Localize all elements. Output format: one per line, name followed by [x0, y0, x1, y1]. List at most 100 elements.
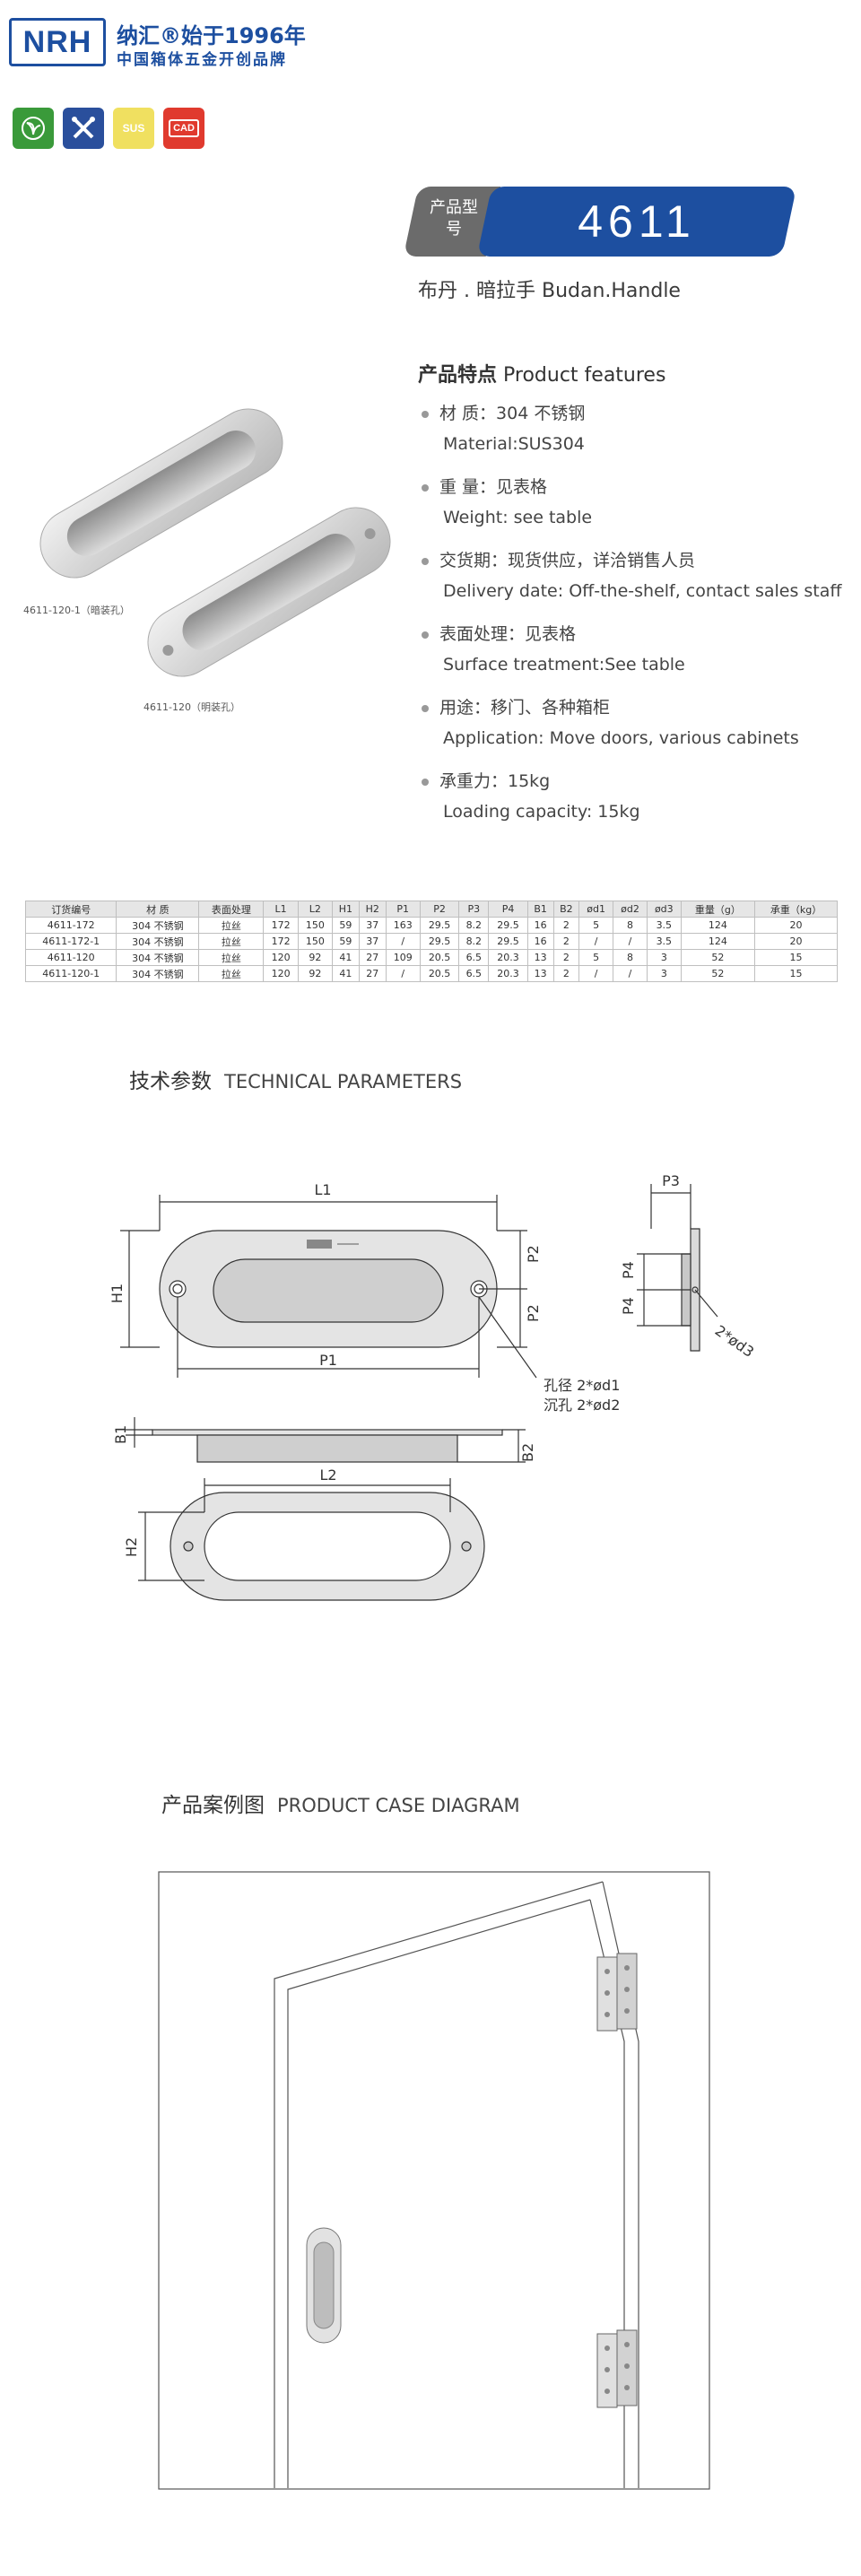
table-cell: 27: [358, 949, 387, 966]
table-cell: 拉丝: [198, 949, 265, 966]
dim-p2-top: P2: [525, 1245, 542, 1263]
feature-delivery-en: Delivery date: Off-the-shelf, contact sa…: [443, 581, 842, 601]
table-cell: 150: [297, 933, 333, 950]
table-cell: 29.5: [488, 933, 528, 950]
table-header: 订货编号: [24, 901, 117, 918]
case-diagram: [158, 1871, 710, 2490]
dim-p4-bottom: P4: [620, 1297, 637, 1315]
table-header: P4: [488, 901, 528, 918]
feature-surface: 表面处理：见表格: [422, 618, 576, 650]
photo-caption-exposed: 4611-120（明装孔）: [144, 701, 240, 713]
table-cell: 3: [646, 965, 682, 982]
table-cell: 8: [613, 949, 648, 966]
table-header: 材 质: [116, 901, 200, 918]
photo-caption-concealed: 4611-120-1（暗装孔）: [23, 605, 130, 616]
feature-weight: 重 量：见表格: [422, 471, 547, 503]
table-cell: 124: [680, 933, 756, 950]
table-cell: 304 不锈钢: [116, 933, 200, 950]
tools-icon: [63, 108, 104, 149]
table-header: L1: [263, 901, 299, 918]
dim-p2-bottom: P2: [525, 1304, 542, 1322]
table-cell: 150: [297, 917, 333, 934]
spec-table: 订货编号 材 质 表面处理 L1 L2 H1 H2 P1 P2 P3 P4 B1…: [24, 901, 838, 982]
table-cell: 8.2: [458, 933, 490, 950]
table-cell: 拉丝: [198, 965, 265, 982]
feature-material: 材 质：304 不锈钢: [422, 397, 585, 430]
table-header: B2: [552, 901, 580, 918]
table-cell: 124: [680, 917, 756, 934]
table-header: P1: [385, 901, 421, 918]
features-title: 产品特点 Product features: [418, 364, 666, 387]
table-cell: 20.3: [488, 965, 528, 982]
table-header-row: 订货编号 材 质 表面处理 L1 L2 H1 H2 P1 P2 P3 P4 B1…: [24, 901, 838, 918]
table-cell: 172: [263, 933, 299, 950]
table-header: ød2: [613, 901, 648, 918]
table-header: H2: [358, 901, 387, 918]
feature-material-en: Material:SUS304: [443, 434, 585, 454]
table-cell: 37: [358, 933, 387, 950]
table-cell: 拉丝: [198, 933, 265, 950]
table-cell: 5: [578, 917, 614, 934]
dim-h2: H2: [123, 1537, 140, 1557]
table-cell: 8.2: [458, 917, 490, 934]
handle-concealed-photo: [39, 408, 283, 579]
product-photo: [39, 408, 391, 677]
table-cell: /: [385, 965, 421, 982]
table-header: ød1: [578, 901, 614, 918]
counterbore-label: 沉孔 2*ød2: [544, 1397, 620, 1414]
table-cell: /: [385, 933, 421, 950]
table-cell: 15: [754, 949, 838, 966]
table-cell: 4611-120-1: [24, 965, 117, 982]
table-cell: 3.5: [646, 933, 682, 950]
table-cell: 6.5: [458, 965, 490, 982]
table-cell: 120: [263, 949, 299, 966]
dim-l1: L1: [314, 1181, 331, 1198]
feature-load-en: Loading capacity: 15kg: [443, 802, 640, 822]
table-cell: 2: [552, 965, 580, 982]
feature-delivery: 交货期：现货供应，详洽销售人员: [422, 544, 695, 577]
table-header: P3: [458, 901, 490, 918]
sus-badge: SUS: [113, 108, 154, 149]
handle-in-door: [306, 2227, 342, 2344]
table-cell: 20: [754, 917, 838, 934]
table-header: 重量（g）: [680, 901, 756, 918]
table-cell: 304 不锈钢: [116, 965, 200, 982]
table-header: ød3: [646, 901, 682, 918]
table-cell: 20.5: [419, 965, 460, 982]
table-cell: /: [578, 965, 614, 982]
table-cell: 59: [331, 917, 360, 934]
table-cell: 20.5: [419, 949, 460, 966]
table-cell: 5: [578, 949, 614, 966]
table-cell: /: [613, 933, 648, 950]
table-cell: 2: [552, 949, 580, 966]
dim-h1: H1: [109, 1284, 126, 1303]
table-cell: 2: [552, 933, 580, 950]
feature-application-en: Application: Move doors, various cabinet…: [443, 728, 799, 748]
eco-leaf-icon: [13, 108, 54, 149]
table-cell: 29.5: [488, 917, 528, 934]
table-cell: /: [613, 965, 648, 982]
dim-d3: 2*ød3: [712, 1322, 757, 1361]
table-cell: 16: [526, 933, 554, 950]
table-cell: 52: [680, 965, 756, 982]
dim-p1: P1: [319, 1352, 337, 1369]
table-cell: 4611-120: [24, 949, 117, 966]
table-cell: 2: [552, 917, 580, 934]
table-header: B1: [526, 901, 554, 918]
table-header: H1: [331, 901, 360, 918]
table-cell: 16: [526, 917, 554, 934]
table-cell: 拉丝: [198, 917, 265, 934]
table-cell: 29.5: [419, 933, 460, 950]
hole-diameter-label: 孔径 2*ød1: [544, 1377, 620, 1394]
table-cell: 29.5: [419, 917, 460, 934]
dim-p4-top: P4: [620, 1261, 637, 1279]
table-cell: 92: [297, 949, 333, 966]
feature-weight-en: Weight: see table: [443, 508, 593, 527]
brand-title: 纳汇®始于1996年: [117, 23, 306, 48]
table-cell: 304 不锈钢: [116, 917, 200, 934]
table-cell: 20.3: [488, 949, 528, 966]
